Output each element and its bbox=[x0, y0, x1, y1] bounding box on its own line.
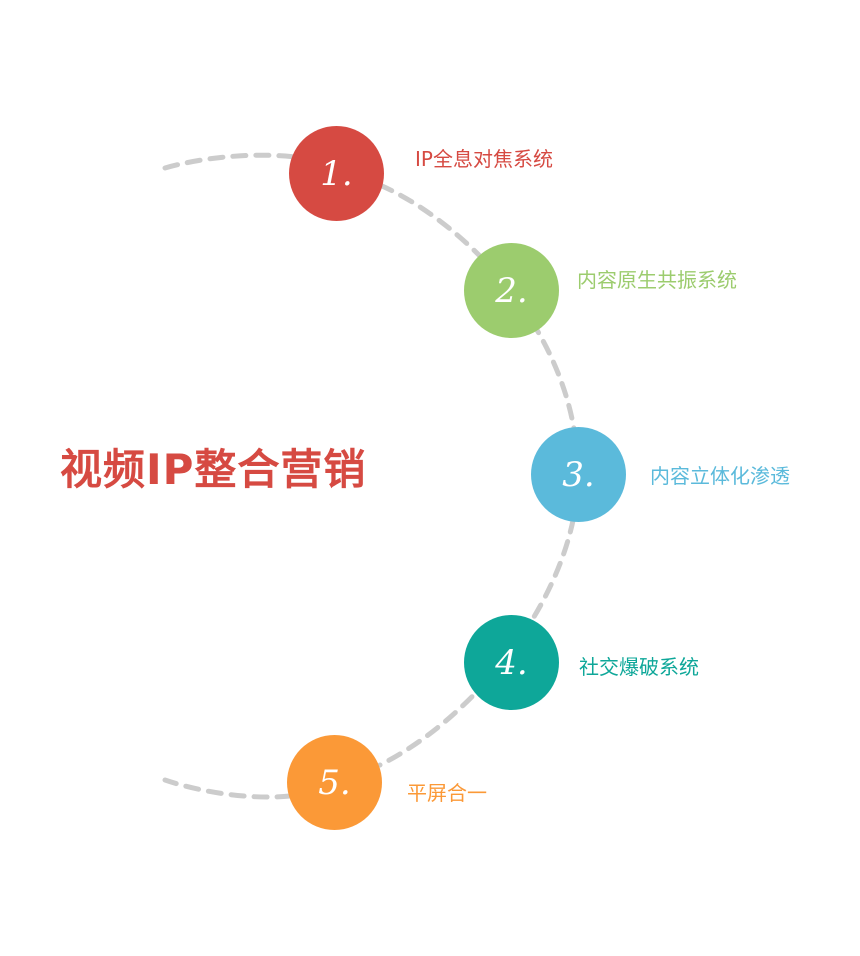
step-4-number: 4. bbox=[495, 642, 528, 683]
arc-segment-top-tail bbox=[162, 152, 298, 171]
step-2-circle: 2. bbox=[464, 243, 559, 338]
step-3-number: 3. bbox=[562, 454, 595, 495]
step-3-circle: 3. bbox=[531, 427, 626, 522]
main-title: 视频IP整合营销 bbox=[60, 445, 367, 494]
step-2-label: 内容原生共振系统 bbox=[577, 268, 737, 292]
step-3-label: 内容立体化渗透 bbox=[650, 464, 790, 488]
step-4-circle: 4. bbox=[464, 615, 559, 710]
step-5-label: 平屏合一 bbox=[407, 781, 487, 805]
step-5-circle: 5. bbox=[287, 735, 382, 830]
step-1-circle: 1. bbox=[289, 126, 384, 221]
step-5-number: 5. bbox=[318, 762, 351, 803]
step-1-number: 1. bbox=[320, 153, 353, 194]
arc-segment-bottom-tail bbox=[162, 777, 293, 800]
step-1-label: IP全息对焦系统 bbox=[415, 147, 553, 171]
step-2-number: 2. bbox=[495, 270, 528, 311]
step-4-label: 社交爆破系统 bbox=[579, 655, 699, 679]
